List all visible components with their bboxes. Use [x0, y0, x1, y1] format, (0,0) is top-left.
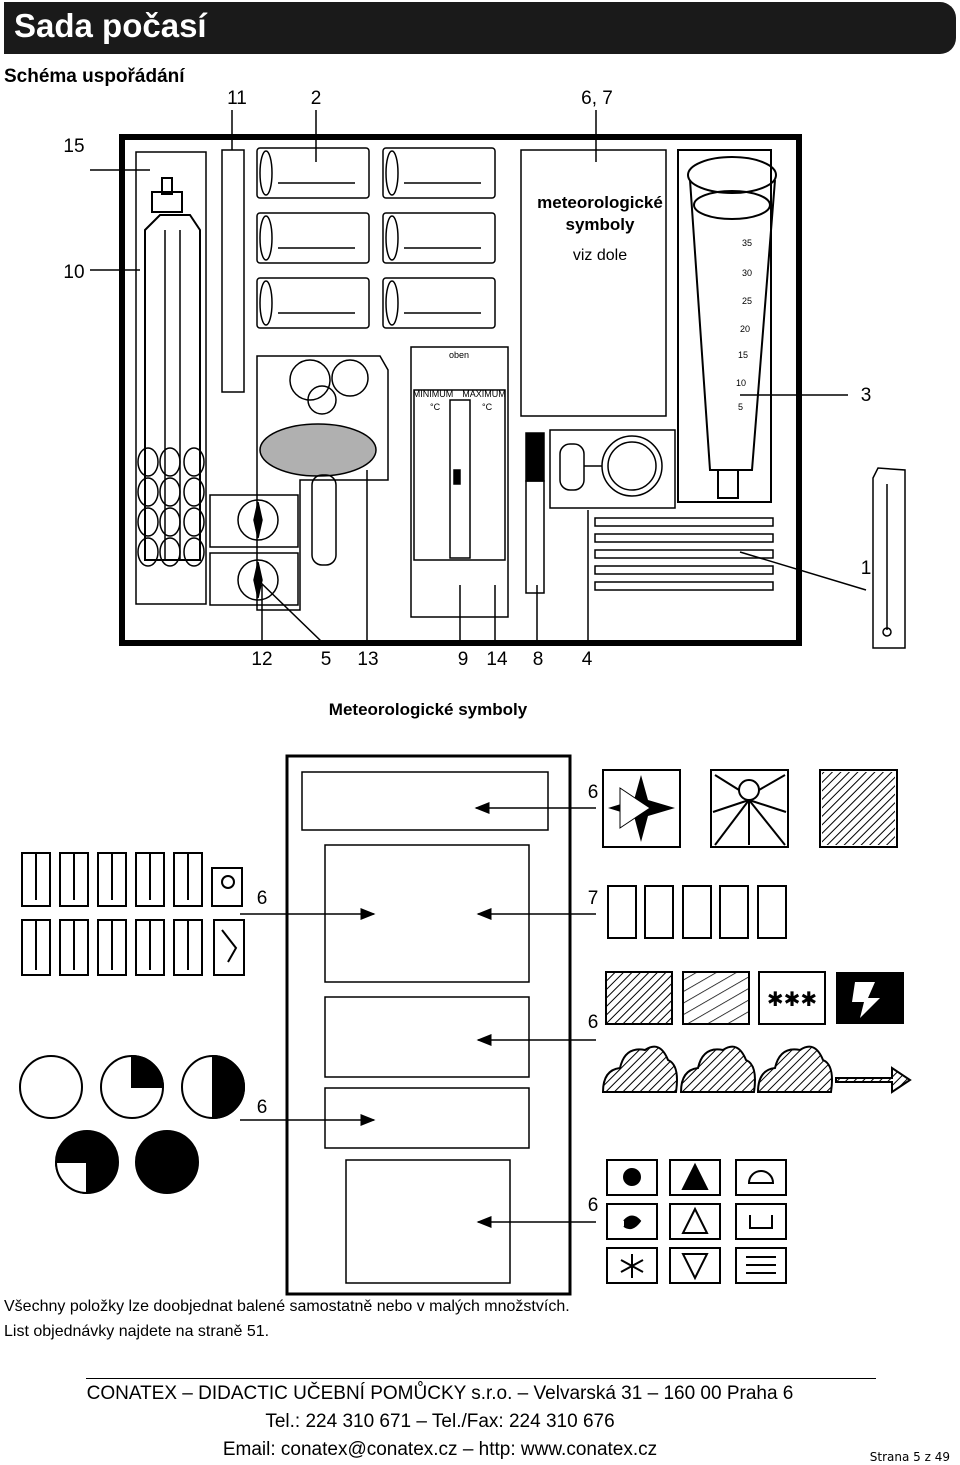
thermo-max-label: MAXIMUM — [462, 389, 506, 399]
page-title: Sada počasí — [14, 7, 207, 44]
symbols-callout-f: 6 — [588, 1195, 599, 1216]
symbols-box — [520, 149, 667, 417]
callout-13: 13 — [357, 649, 378, 670]
symbols-slot-1 — [301, 771, 549, 831]
anemometer — [256, 355, 389, 611]
symbols-box-title-2: symboly — [566, 215, 636, 234]
cards-stack — [594, 517, 774, 591]
footer-company: CONATEX – DIDACTIC UČEBNÍ POMŮCKY s.r.o.… — [86, 1383, 794, 1404]
footer-divider — [86, 1378, 876, 1379]
figure-svg: meteorologické symboly viz dole 35 30 25… — [19, 88, 912, 1296]
thermo-unit-min: °C — [430, 402, 441, 412]
callout-1: 1 — [861, 558, 872, 579]
snow-icon: ✱✱✱ — [758, 971, 826, 1025]
callout-11: 11 — [227, 88, 247, 109]
schema-heading: Schéma uspořádání — [4, 66, 185, 87]
callout-12: 12 — [251, 649, 272, 670]
symbols-board — [285, 754, 572, 1296]
main-board — [119, 134, 802, 646]
weather-glyph-tiles — [606, 1159, 787, 1284]
footer-phone: Tel.: 224 310 671 – Tel./Fax: 224 310 67… — [265, 1411, 615, 1432]
svg-text:15: 15 — [738, 350, 748, 360]
rain-gauge-scale: 35 30 25 20 15 10 5 — [736, 238, 752, 412]
callout-14: 14 — [486, 649, 508, 670]
svg-text:30: 30 — [742, 268, 752, 278]
thermo-brand: oben — [449, 350, 469, 360]
callout-lines — [90, 110, 867, 643]
symbols-callout-a: 6 — [588, 782, 599, 803]
callout-3: 3 — [861, 385, 872, 406]
callout-15: 15 — [63, 136, 84, 157]
rain-gauge — [677, 149, 777, 503]
minmax-thermometer — [410, 346, 509, 618]
item-2-tubes — [256, 147, 496, 329]
symbols-callout-d: 6 — [588, 1012, 599, 1033]
symbols-callout-b: 6 — [257, 888, 268, 909]
drizzle-icon — [682, 971, 750, 1025]
callout-5: 5 — [321, 649, 332, 670]
symbols-box-note: viz dole — [573, 247, 627, 264]
cloud-cover-icons — [19, 1054, 245, 1195]
symbols-box-title-1: meteorologické — [537, 193, 663, 212]
svg-text:20: 20 — [740, 324, 750, 334]
wind-rose-icon — [602, 769, 681, 848]
sun-icon — [710, 769, 789, 848]
marker-pen — [525, 432, 545, 594]
thermo-unit-max: °C — [482, 402, 493, 412]
callout-6-7: 6, 7 — [581, 88, 613, 109]
rain-icon — [605, 971, 673, 1025]
callout-10: 10 — [63, 262, 84, 283]
symbols-slot-4 — [324, 1087, 530, 1149]
symbols-callout-e: 6 — [257, 1097, 268, 1118]
arrangement-figure: meteorologické symboly viz dole 35 30 25… — [0, 80, 960, 1300]
footer: CONATEX – DIDACTIC UČEBNÍ POMŮCKY s.r.o.… — [0, 1380, 880, 1464]
callout-9: 9 — [458, 649, 469, 670]
order-note-line-1: Všechny položky lze doobjednat balené sa… — [4, 1298, 570, 1315]
tripod-stand — [135, 151, 207, 605]
order-note: Všechny položky lze doobjednat balené sa… — [4, 1294, 570, 1344]
svg-text:35: 35 — [742, 238, 752, 248]
clouds-icons — [601, 1045, 912, 1094]
svg-text:5: 5 — [738, 402, 743, 412]
svg-text:25: 25 — [742, 296, 752, 306]
callout-2: 2 — [311, 88, 322, 109]
callout-4: 4 — [582, 649, 593, 670]
callout-8: 8 — [533, 649, 544, 670]
symbols-slot-3 — [324, 996, 530, 1078]
footer-contact: Email: conatex@conatex.cz – http: www.co… — [222, 1439, 658, 1460]
magnifier — [549, 429, 676, 509]
symbols-heading: Meteorologické symboly — [329, 700, 528, 719]
svg-text:✱✱✱: ✱✱✱ — [767, 987, 817, 1011]
fog-icon — [819, 769, 898, 848]
item-11-slot — [221, 149, 245, 393]
order-note-line-2: List objednávky najdete na straně 51. — [4, 1323, 270, 1340]
symbols-arrows — [240, 802, 596, 1228]
page-number: Strana 5 z 49 — [869, 1450, 950, 1464]
thermo-min-label: MINIMUM — [413, 389, 454, 399]
title-bar: Sada počasí — [4, 2, 956, 54]
compasses — [209, 494, 299, 606]
symbols-callout-c: 7 — [588, 888, 599, 909]
number-cards — [607, 885, 787, 939]
svg-text:10: 10 — [736, 378, 746, 388]
wind-flags-icons — [21, 852, 245, 976]
wall-thermometer — [872, 467, 906, 649]
thunder-icon — [836, 972, 904, 1024]
